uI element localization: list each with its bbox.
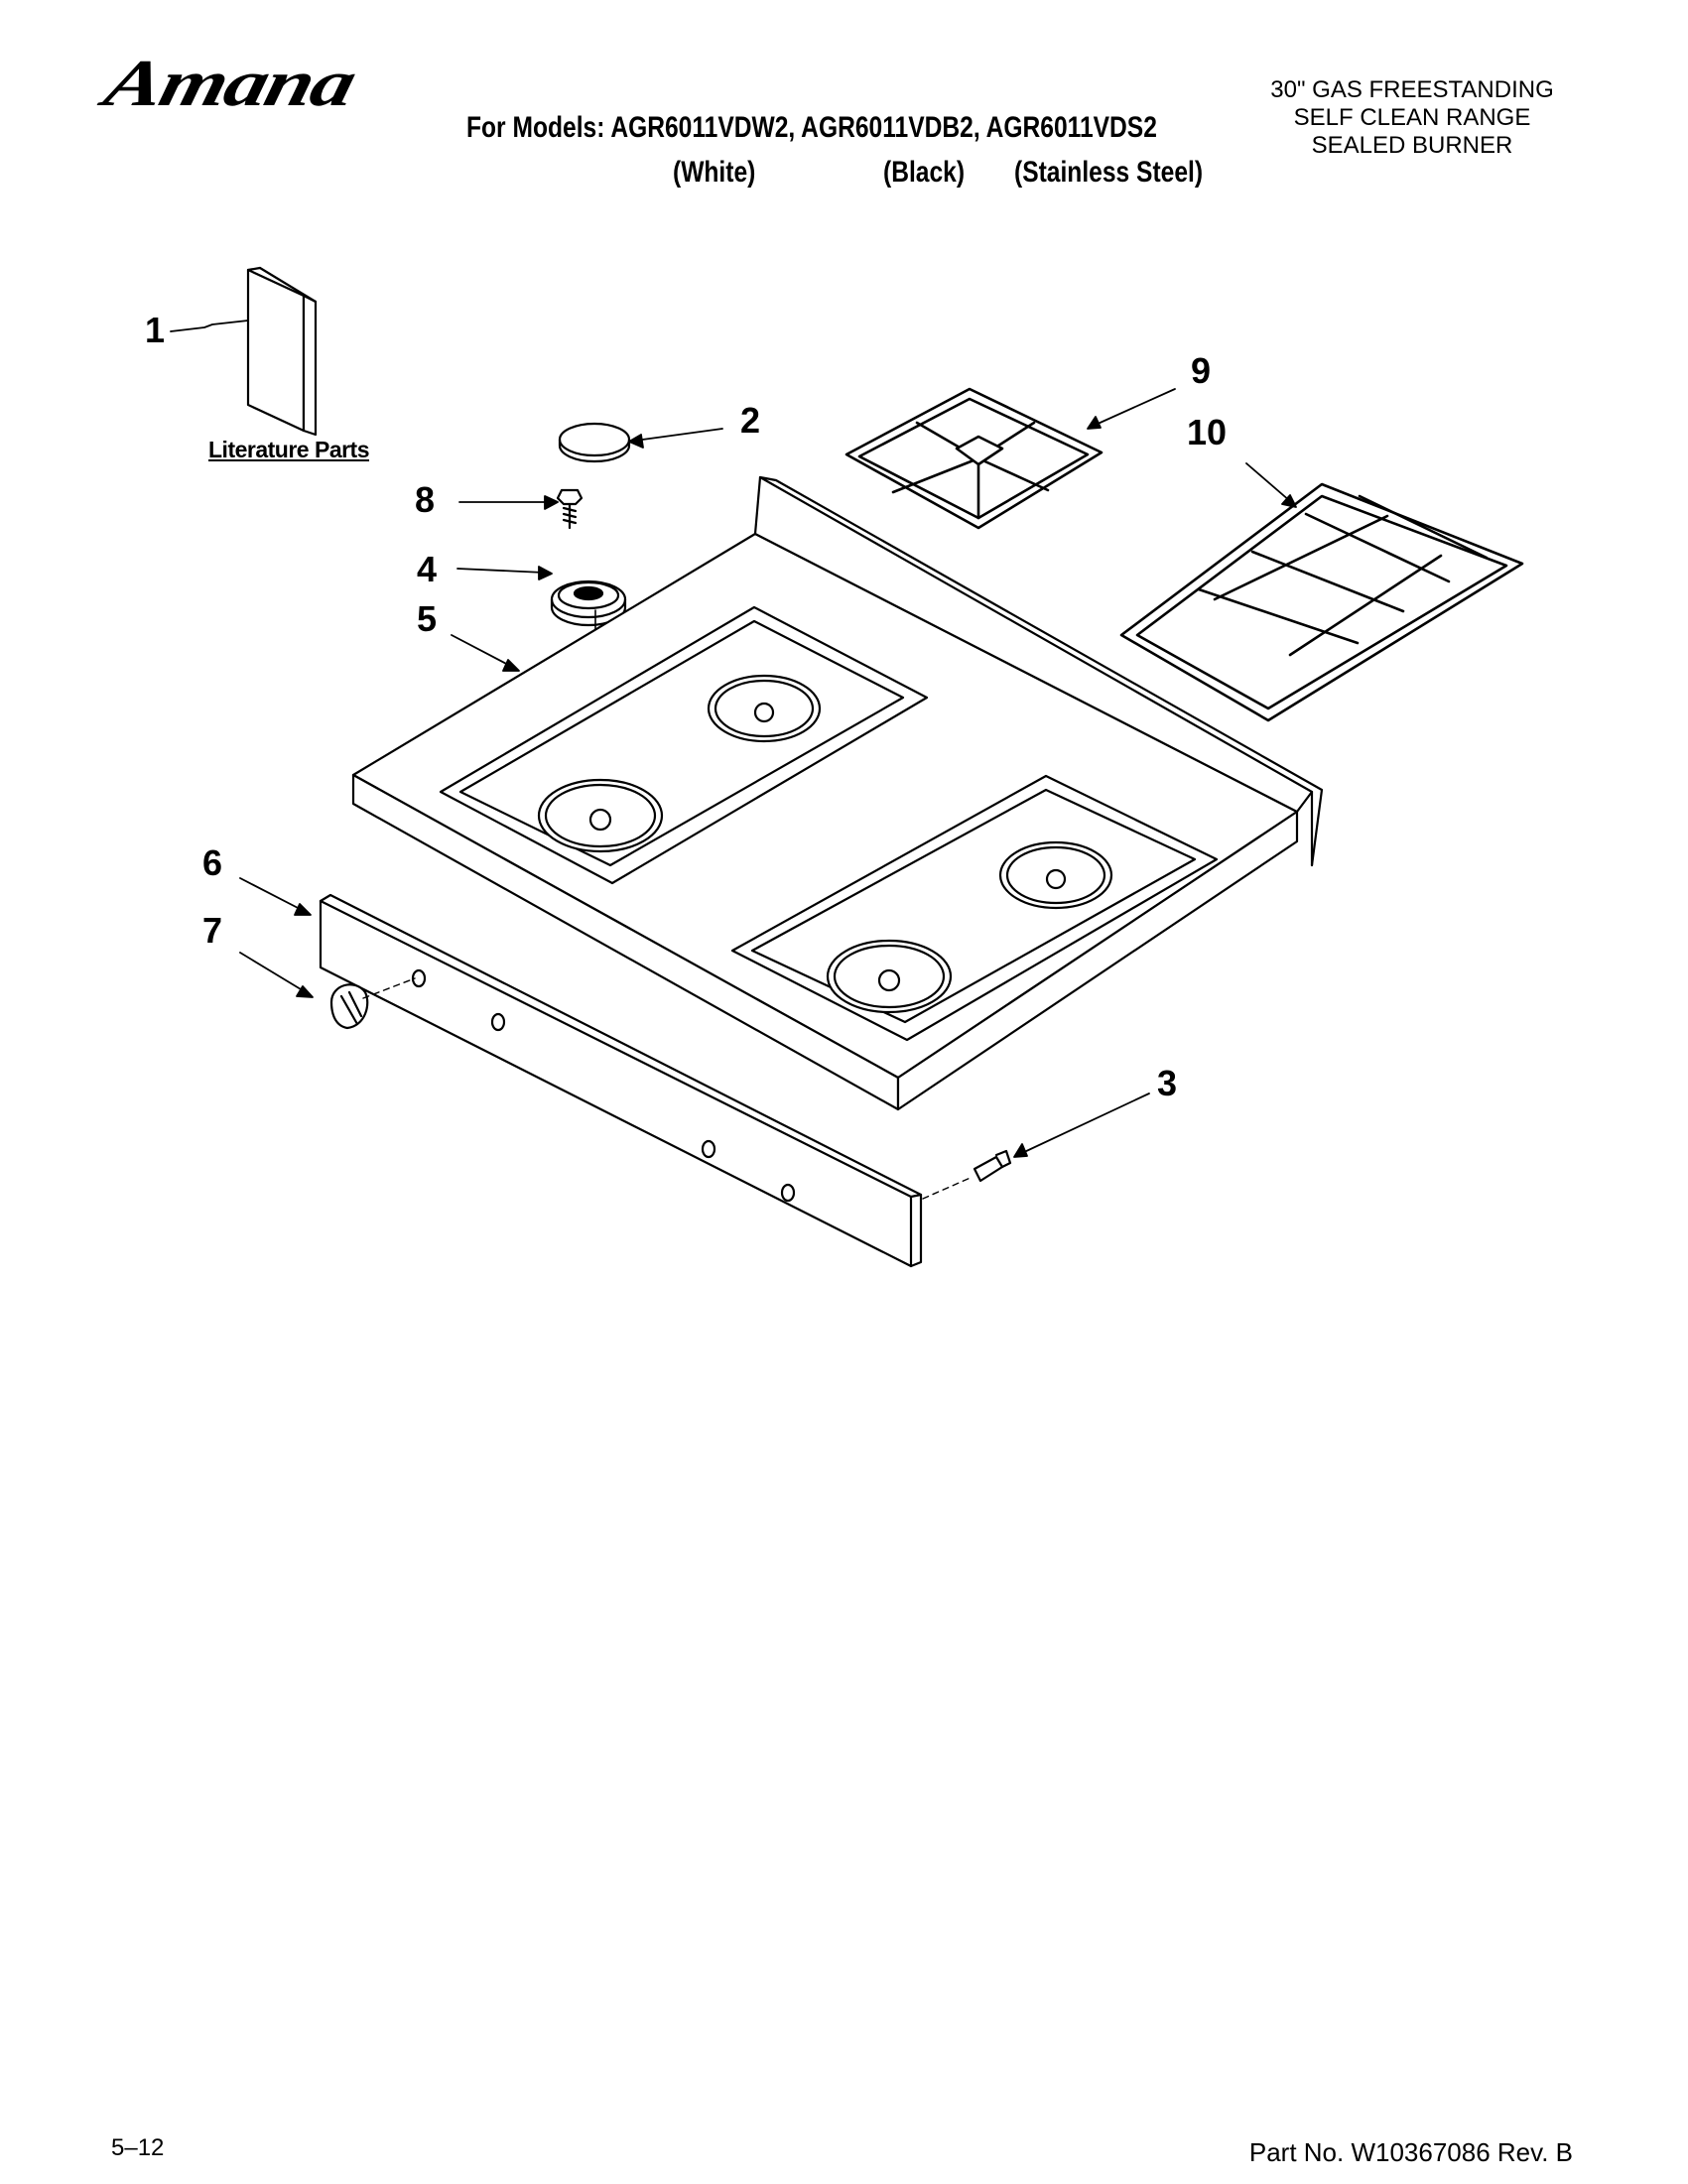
cooktop xyxy=(351,475,1324,1111)
color-label-black: (Black) xyxy=(883,156,966,189)
manifold-screw xyxy=(922,1149,1012,1200)
callout-number: 10 xyxy=(1187,412,1228,452)
control-knob xyxy=(329,977,416,1030)
callout-number: 5 xyxy=(417,598,438,639)
callout-number: 8 xyxy=(415,479,436,520)
manifold-panel xyxy=(319,893,923,1268)
color-label-white: (White) xyxy=(673,156,756,189)
literature-parts-label: Literature Parts xyxy=(208,437,370,462)
callout-number: 2 xyxy=(740,400,761,441)
product-description-line: SEALED BURNER xyxy=(1311,132,1513,159)
color-label-stainless: (Stainless Steel) xyxy=(1014,156,1204,189)
callout-number: 6 xyxy=(202,842,223,883)
callout-number: 9 xyxy=(1191,350,1212,391)
page-number: 5–12 xyxy=(111,2134,165,2161)
square-burner-grate xyxy=(844,387,1104,530)
callout-number: 1 xyxy=(145,310,166,350)
callout-number: 3 xyxy=(1157,1063,1178,1103)
callout-number: 4 xyxy=(417,549,438,589)
callout-leaders xyxy=(170,320,1297,1158)
models-line: For Models: AGR6011VDW2, AGR6011VDB2, AG… xyxy=(466,111,1157,144)
product-description-line: SELF CLEAN RANGE xyxy=(1293,104,1531,131)
product-description-line: 30" GAS FREESTANDING xyxy=(1270,76,1554,103)
literature-booklet xyxy=(246,266,318,437)
part-number: Part No. W10367086 Rev. B xyxy=(1248,2137,1573,2167)
callout-number: 7 xyxy=(202,910,223,951)
screw xyxy=(556,488,584,530)
rectangular-burner-grate xyxy=(1119,482,1524,722)
burner-cap xyxy=(558,422,631,463)
burner-base xyxy=(550,579,627,627)
